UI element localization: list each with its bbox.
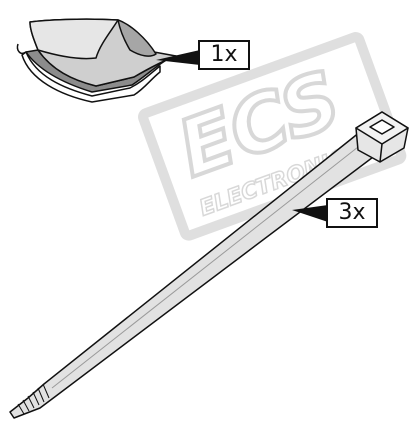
adhesive-tape-pad (16, 18, 177, 103)
cable-tie (9, 111, 409, 419)
leader-pointer-tie (292, 205, 328, 222)
leader-pointer-tape (156, 50, 200, 65)
quantity-label-cable-tie: 3x (326, 198, 378, 228)
quantity-label-tape: 1x (198, 40, 250, 70)
cable-tie-serrated-tip (17, 383, 50, 415)
